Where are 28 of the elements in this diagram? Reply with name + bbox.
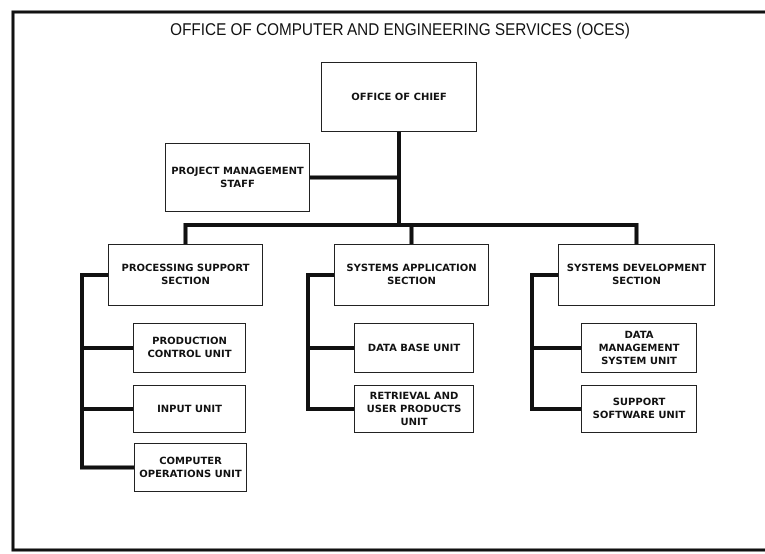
unit-name: DATA BASE UNIT — [368, 342, 460, 354]
org-box — [321, 62, 477, 132]
org-box — [354, 385, 474, 433]
unit-name: INPUT UNIT — [157, 402, 222, 416]
unit-name: PROJECT MANAGEMENT STAFF — [170, 164, 305, 190]
org-box — [134, 443, 247, 492]
diagram-title: OFFICE OF COMPUTER AND ENGINEERING SERVICES (OCES) — [169, 20, 631, 40]
unit-name: OFFICE OF CHIEF — [351, 90, 447, 104]
org-box — [108, 244, 263, 306]
org-box — [133, 385, 246, 433]
unit-name: SUPPORT SOFTWARE UNIT — [592, 396, 686, 422]
connector-line — [80, 273, 134, 470]
org-box — [581, 323, 697, 373]
org-box — [558, 244, 715, 306]
unit-name: COMPUTER OPERATIONS UNIT — [138, 454, 243, 480]
org-box — [581, 385, 697, 433]
unit-name: SYSTEMS DEVELOPMENT SECTION — [566, 262, 708, 288]
org-box — [334, 244, 489, 306]
org-box — [133, 323, 246, 373]
org-box — [165, 143, 310, 212]
unit-name: PROCESSING SUPPORT SECTION — [120, 262, 250, 288]
unit-name: DATA MANAGEMENT SYSTEM UNIT — [598, 328, 680, 368]
org-box — [354, 323, 474, 373]
unit-name: RETRIEVAL AND USER PRODUCTS UNIT — [366, 390, 462, 428]
connector-line — [397, 132, 638, 244]
unit-name: PRODUCTION CONTROL UNIT — [146, 335, 233, 361]
unit-name: SYSTEMS APPLICATION SECTION — [345, 262, 478, 288]
connector-line — [530, 273, 581, 411]
